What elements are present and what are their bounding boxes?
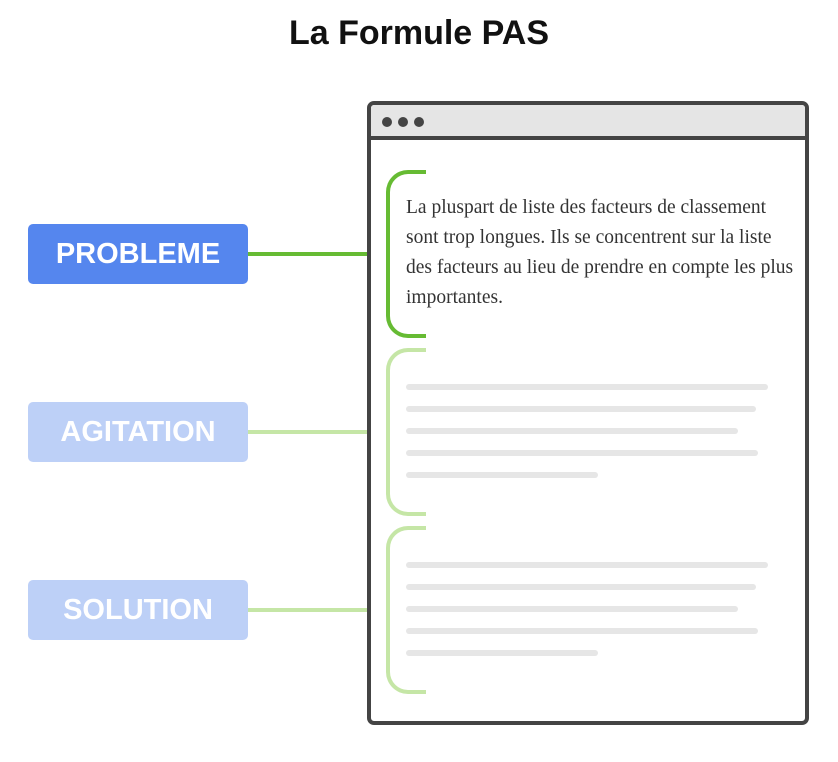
placeholder-line [406,562,768,568]
connector-solution [248,608,388,612]
problem-paragraph: La pluspart de liste des facteurs de cla… [406,197,794,308]
label-probleme: PROBLEME [28,224,248,284]
placeholder-line [406,472,598,478]
placeholder-line [406,606,738,612]
window-dot-icon [414,117,424,127]
bracket-agitation [386,348,426,516]
bracket-solution [386,526,426,694]
placeholder-line [406,584,756,590]
browser-title-bar [371,105,805,140]
diagram-title: La Formule PAS [288,14,550,52]
connector-probleme [248,252,388,256]
placeholder-line [406,450,758,456]
connector-agitation [248,430,388,434]
label-solution: SOLUTION [28,580,248,640]
browser-window [367,101,809,725]
bracket-probleme [386,170,426,338]
placeholder-line [406,428,738,434]
placeholder-line [406,650,598,656]
placeholder-line [406,384,768,390]
label-agitation: AGITATION [28,402,248,462]
window-dot-icon [382,117,392,127]
window-dot-icon [398,117,408,127]
placeholder-line [406,406,756,412]
placeholder-line [406,628,758,634]
